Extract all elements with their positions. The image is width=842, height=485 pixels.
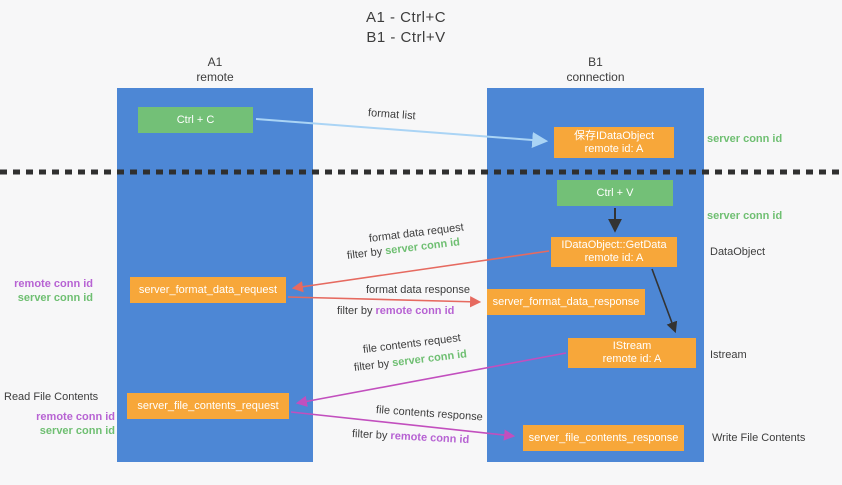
file-contents-response-label: file contents response <box>375 404 484 424</box>
remote-conn-id-text: remote conn id <box>390 430 470 447</box>
title-line-a1: A1 - Ctrl+C <box>365 9 447 26</box>
save-idataobject-line2: remote id: A <box>584 142 644 155</box>
save-idataobject-line1: 保存IDataObject <box>573 129 655 142</box>
server-file-contents-request-box: server_file_contents_request <box>127 393 289 419</box>
conn-id-annotation-top: remote conn id server conn id <box>0 277 93 305</box>
server-conn-id-text: server conn id <box>391 348 468 370</box>
column-b1-name: B1 <box>588 55 603 69</box>
read-file-contents-annotation: Read File Contents <box>4 391 99 403</box>
istream-annotation: Istream <box>710 349 747 361</box>
ctrl-c-box: Ctrl + C <box>138 107 253 133</box>
column-a1-role: remote <box>196 70 234 84</box>
filter-by-text: filter by <box>353 357 393 374</box>
server-format-data-request-box: server_format_data_request <box>130 277 286 303</box>
format-data-response-arrow <box>287 296 482 308</box>
getdata-line2: remote id: A <box>584 252 644 264</box>
save-idataobject-box: 保存IDataObject remote id: A <box>554 127 674 158</box>
server-file-contents-request-label: server_file_contents_request <box>137 399 279 412</box>
istream-box: IStream remote id: A <box>568 338 696 368</box>
remote-conn-id-text: remote conn id <box>14 278 93 290</box>
write-file-contents-annotation: Write File Contents <box>712 432 806 444</box>
server-format-data-response-label: server_format_data_response <box>492 295 640 308</box>
remote-conn-id-text: remote conn id <box>375 305 455 317</box>
server-format-data-request-label: server_format_data_request <box>138 283 278 296</box>
server-conn-id-annotation-mid: server conn id <box>707 210 783 222</box>
format-list-label: format list <box>367 107 416 123</box>
idataobject-getdata-box: IDataObject::GetData remote id: A <box>551 237 677 267</box>
dataobject-annotation: DataObject <box>710 246 766 258</box>
istream-line1: IStream <box>612 340 652 352</box>
filter-by-remote-conn-id-label: filter by remote conn id <box>337 305 454 317</box>
filter-by-remote-conn-id-label: filter by remote conn id <box>352 428 470 446</box>
server-format-data-response-box: server_format_data_response <box>487 289 645 315</box>
server-conn-id-annotation-top: server conn id <box>707 133 783 145</box>
filter-by-text: filter by <box>346 245 386 262</box>
title-line-b1: B1 - Ctrl+V <box>366 29 446 46</box>
ctrl-v-box: Ctrl + V <box>557 180 673 206</box>
format-data-response-label: format data response <box>366 284 470 296</box>
column-b1-header: B1 connection <box>487 55 704 85</box>
remote-conn-id-text: remote conn id <box>36 411 115 423</box>
ctrl-c-label: Ctrl + C <box>176 113 215 126</box>
filter-by-text: filter by <box>337 305 376 317</box>
getdata-line1: IDataObject::GetData <box>561 239 667 251</box>
istream-line2: remote id: A <box>602 353 662 365</box>
conn-id-annotation-bottom: remote conn id server conn id <box>0 410 115 438</box>
filter-by-text: filter by <box>351 428 391 443</box>
column-b1-role: connection <box>566 70 625 84</box>
server-conn-id-text: server conn id <box>17 292 93 304</box>
server-file-contents-response-label: server_file_contents_response <box>528 431 679 444</box>
server-file-contents-response-box: server_file_contents_response <box>523 425 684 451</box>
column-a1-header: A1 remote <box>117 55 313 85</box>
server-conn-id-text: server conn id <box>39 425 115 437</box>
diagram-title: A1 - Ctrl+C B1 - Ctrl+V <box>306 8 506 48</box>
ctrl-v-label: Ctrl + V <box>596 186 634 199</box>
column-a1-name: A1 <box>207 55 223 69</box>
